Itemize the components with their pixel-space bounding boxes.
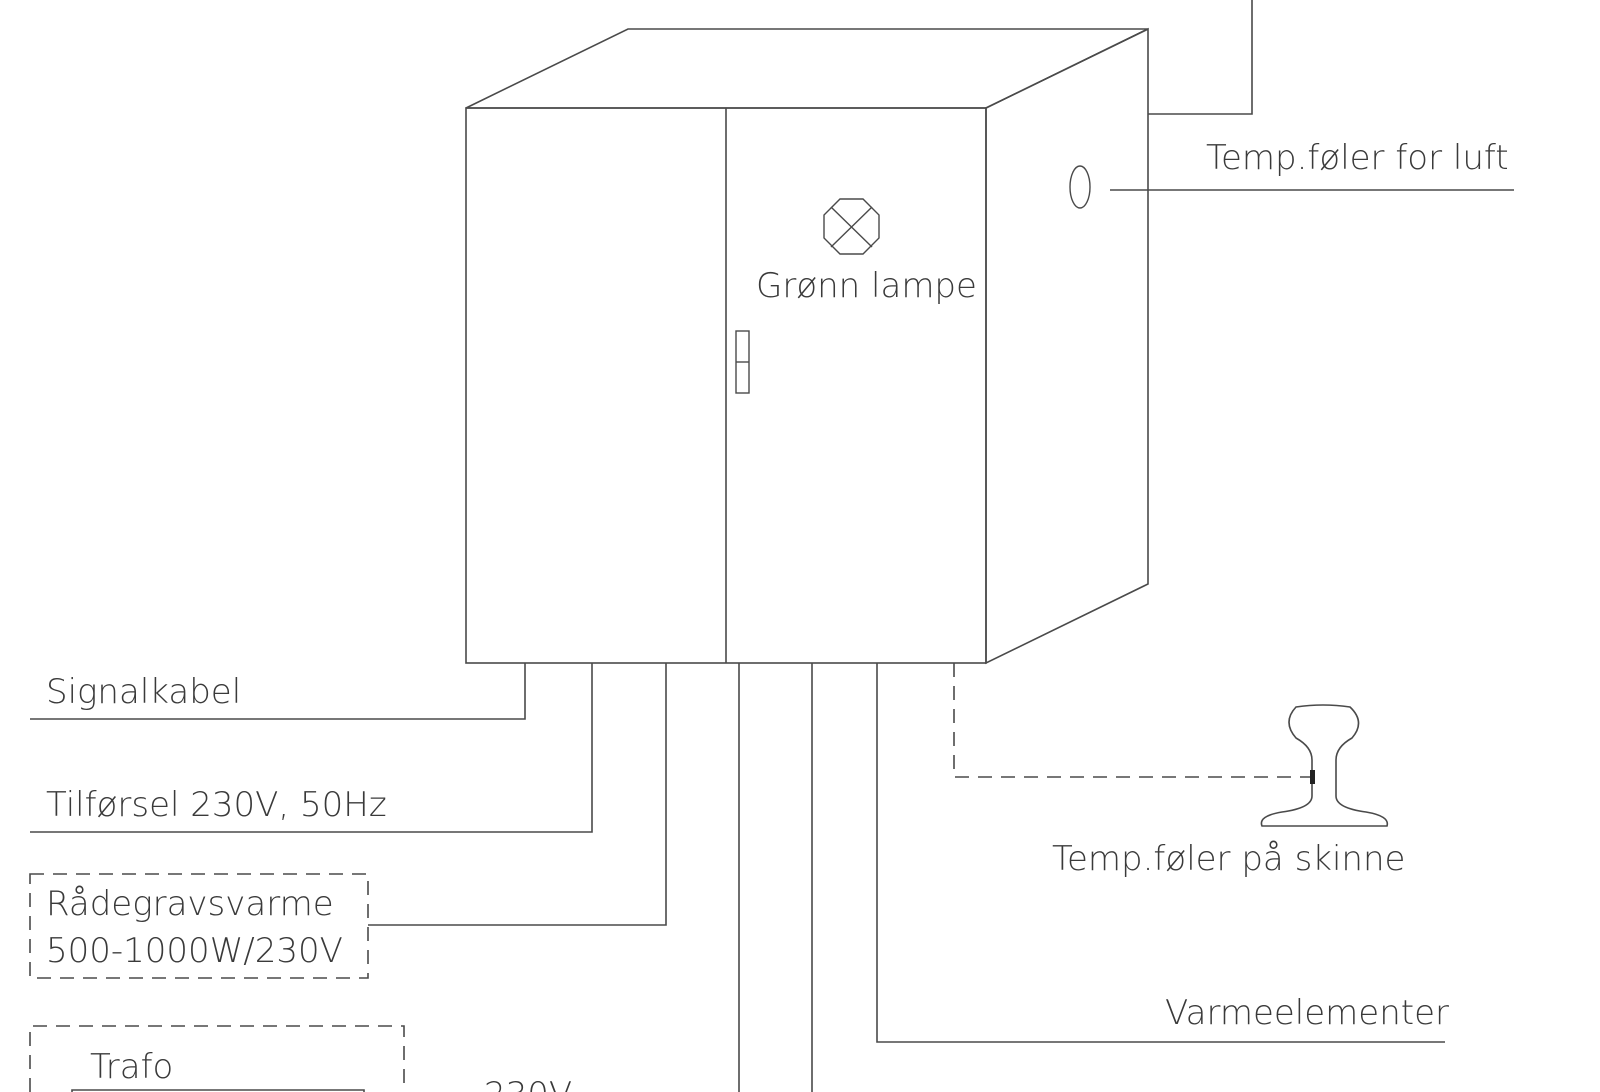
trafo-inner-box (71, 1089, 365, 1092)
drain-heating-box (29, 873, 369, 979)
temp-sensor-rail-label: Temp.føler på skinne (1052, 839, 1405, 879)
cabinet-top (465, 28, 1149, 109)
rail-sensor-cable (953, 663, 1312, 778)
voltage-label: 230V (484, 1075, 572, 1092)
rail-icon (1260, 704, 1389, 827)
drain-heating-line (368, 663, 667, 926)
trafo-box (29, 1025, 405, 1092)
supply-line (30, 663, 593, 833)
rail-sensor-clip (1310, 770, 1315, 784)
green-lamp-label: Grønn lampe (756, 266, 977, 306)
supply-label: Tilførsel 230V, 50Hz (46, 785, 387, 825)
heating-elements-line (876, 663, 1445, 1043)
cabinet-side (985, 27, 1149, 665)
lamp-icon (823, 198, 880, 255)
air-sensor-icon (1069, 165, 1091, 209)
signal-cable-line (30, 663, 526, 720)
trafo-label: Trafo (90, 1047, 173, 1087)
temp-sensor-air-label: Temp.føler for luft (1206, 138, 1509, 178)
heating-elements-label: Varmeelementer (1165, 993, 1449, 1033)
signal-cable-label: Signalkabel (46, 672, 241, 712)
drain-heating-label-2: 500-1000W/230V (46, 931, 343, 971)
top-cable (1148, 0, 1253, 115)
cabinet (465, 27, 1149, 665)
drain-heating-label-1: Rådegravsvarme (46, 884, 334, 924)
